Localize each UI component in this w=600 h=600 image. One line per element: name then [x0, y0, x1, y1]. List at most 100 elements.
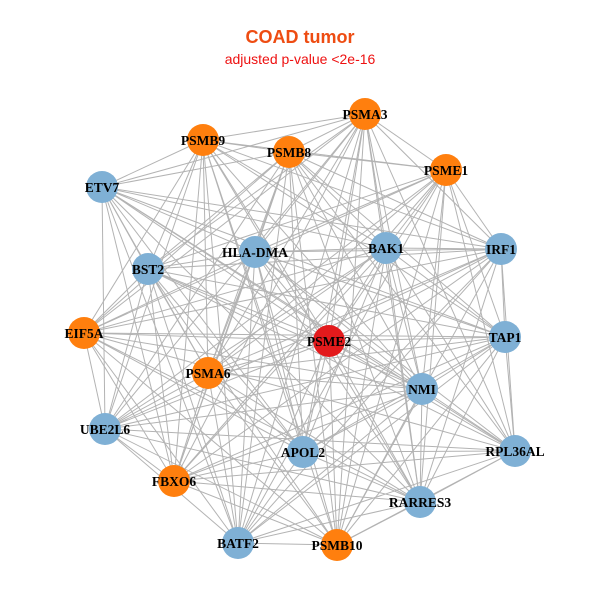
edge-PSMA3-RARRES3 — [364, 113, 421, 503]
node-label: BATF2 — [217, 536, 259, 551]
node-label: APOL2 — [281, 445, 326, 460]
edge-EIF5A-TAP1 — [83, 332, 506, 338]
edge-PSMA3-BATF2 — [237, 113, 366, 544]
node-PSMB10[interactable]: PSMB10 — [311, 529, 363, 561]
edge-PSMB9-UBE2L6 — [104, 139, 204, 430]
edge-BST2-PSMA6 — [147, 268, 209, 374]
node-PSMA6[interactable]: PSMA6 — [186, 357, 231, 389]
node-PSME2[interactable]: PSME2 — [307, 325, 352, 357]
edge-ETV7-BAK1 — [101, 186, 387, 249]
node-circle — [239, 236, 271, 268]
edge-NMI-PSMB10 — [336, 388, 423, 546]
edge-RPL36AL-BATF2 — [237, 450, 516, 544]
edge-TAP1-APOL2 — [302, 336, 506, 453]
edge-PSMB8-BAK1 — [288, 151, 387, 249]
node-circle — [68, 317, 100, 349]
edge-PSMB8-IRF1 — [288, 151, 502, 250]
node-label: PSME1 — [424, 163, 469, 178]
node-label: UBE2L6 — [80, 422, 131, 437]
node-circle — [313, 325, 345, 357]
node-RARRES3[interactable]: RARRES3 — [389, 486, 452, 518]
edge-BST2-UBE2L6 — [104, 268, 149, 430]
node-PSME1[interactable]: PSME1 — [424, 154, 469, 186]
edge-PSME1-FBXO6 — [173, 169, 447, 482]
edge-PSMB9-ETV7 — [101, 139, 204, 188]
chart-subtitle: adjusted p-value <2e-16 — [224, 51, 376, 67]
node-RPL36AL[interactable]: RPL36AL — [485, 435, 545, 467]
node-circle — [499, 435, 531, 467]
node-FBXO6[interactable]: FBXO6 — [152, 465, 197, 497]
node-TAP1[interactable]: TAP1 — [489, 321, 522, 353]
edge-PSME2-NMI — [328, 340, 423, 390]
node-label: BST2 — [132, 262, 165, 277]
edge-IRF1-FBXO6 — [173, 248, 502, 482]
edge-PSMB9-NMI — [202, 139, 423, 390]
node-label: RPL36AL — [485, 444, 544, 459]
edge-IRF1-UBE2L6 — [104, 248, 502, 430]
node-APOL2[interactable]: APOL2 — [281, 436, 326, 468]
edge-PSMB8-EIF5A — [83, 151, 290, 334]
edge-HLA-DMA-RARRES3 — [254, 251, 421, 503]
edge-PSMB8-BST2 — [147, 151, 290, 270]
edge-EIF5A-RARRES3 — [83, 332, 421, 503]
edge-PSME1-PSMB10 — [336, 169, 447, 546]
node-circle — [273, 136, 305, 168]
edge-TAP1-RARRES3 — [419, 336, 506, 503]
edge-TAP1-NMI — [421, 336, 506, 390]
node-UBE2L6[interactable]: UBE2L6 — [80, 413, 131, 445]
node-circle — [187, 124, 219, 156]
edge-PSMA6-RARRES3 — [207, 372, 421, 503]
node-ETV7[interactable]: ETV7 — [85, 171, 120, 203]
node-label: PSME2 — [307, 334, 352, 349]
node-BATF2[interactable]: BATF2 — [217, 527, 259, 559]
node-HLA-DMA[interactable]: HLA-DMA — [222, 236, 288, 268]
node-PSMA3[interactable]: PSMA3 — [343, 98, 388, 130]
node-IRF1[interactable]: IRF1 — [485, 233, 517, 265]
edge-BAK1-NMI — [385, 247, 423, 390]
edge-PSMA3-ETV7 — [101, 113, 366, 188]
edge-BST2-APOL2 — [147, 268, 304, 453]
edge-PSMA3-PSMB9 — [202, 113, 366, 141]
edge-PSMA6-BATF2 — [207, 372, 239, 544]
edge-EIF5A-UBE2L6 — [83, 332, 106, 430]
node-label: FBXO6 — [152, 474, 197, 489]
node-circle — [370, 232, 402, 264]
node-label: TAP1 — [489, 330, 522, 345]
node-circle — [485, 233, 517, 265]
edge-BAK1-TAP1 — [385, 247, 506, 338]
edge-EIF5A-APOL2 — [83, 332, 304, 453]
node-circle — [86, 171, 118, 203]
edge-PSME2-PSMA6 — [207, 340, 330, 374]
edge-TAP1-FBXO6 — [173, 336, 506, 482]
node-PSMB9[interactable]: PSMB9 — [181, 124, 226, 156]
node-circle — [158, 465, 190, 497]
node-label: EIF5A — [64, 326, 103, 341]
edge-PSME1-BAK1 — [385, 169, 447, 249]
edge-HLA-DMA-BST2 — [147, 251, 256, 270]
edge-PSMB8-PSME1 — [288, 151, 447, 171]
edge-IRF1-APOL2 — [302, 248, 502, 453]
edge-BATF2-PSMB10 — [237, 542, 338, 546]
edge-PSME2-RARRES3 — [328, 340, 421, 503]
edge-HLA-DMA-NMI — [254, 251, 423, 390]
edge-NMI-APOL2 — [302, 388, 423, 453]
node-PSMB8[interactable]: PSMB8 — [267, 136, 312, 168]
edge-NMI-FBXO6 — [173, 388, 423, 482]
node-EIF5A[interactable]: EIF5A — [64, 317, 104, 349]
node-BAK1[interactable]: BAK1 — [368, 232, 404, 264]
edge-PSMB9-APOL2 — [202, 139, 304, 453]
chart-title: COAD tumor — [245, 27, 355, 47]
node-label: PSMA3 — [343, 107, 388, 122]
node-NMI[interactable]: NMI — [406, 373, 438, 405]
edge-BST2-TAP1 — [147, 268, 506, 338]
edge-FBXO6-PSMB10 — [173, 480, 338, 546]
edge-NMI-BATF2 — [237, 388, 423, 544]
node-label: BAK1 — [368, 241, 404, 256]
edge-APOL2-RARRES3 — [302, 451, 421, 503]
edge-PSMA3-EIF5A — [83, 113, 366, 334]
edge-PSMB9-FBXO6 — [173, 139, 204, 482]
node-circle — [89, 413, 121, 445]
node-BST2[interactable]: BST2 — [132, 253, 165, 285]
edge-BST2-PSME2 — [147, 268, 330, 342]
